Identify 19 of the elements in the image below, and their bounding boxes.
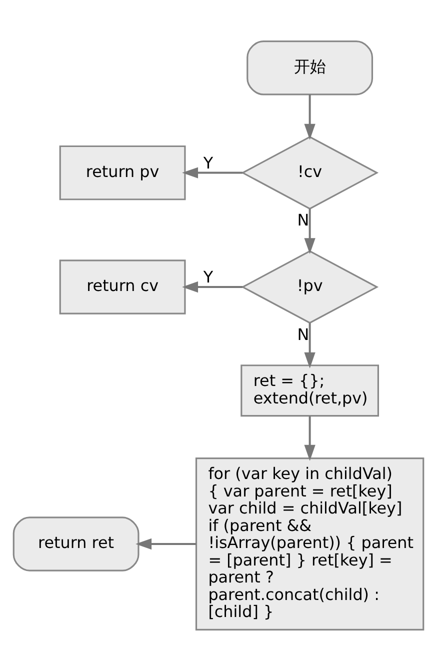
edge-label: N — [297, 210, 310, 229]
node-box: 开始 — [246, 40, 374, 95]
arrow — [182, 166, 243, 178]
edge-label: N — [297, 324, 310, 344]
node-box: return pv — [59, 144, 186, 200]
arrow — [304, 416, 316, 460]
arrow — [304, 322, 316, 368]
arrow — [182, 280, 243, 292]
edge-label: Y — [203, 152, 214, 172]
node-box: return cv — [59, 259, 186, 314]
node-diamond: !pv — [241, 250, 379, 324]
node-box: return ret — [12, 516, 140, 571]
node-diamond: !cv — [241, 136, 379, 210]
arrow — [136, 538, 196, 550]
node-box: ret = {}; extend(ret,pv) — [240, 364, 379, 416]
arrow — [304, 208, 316, 254]
node-box: for (var key in childVal) { var parent = ret[key] var child = childVal[key] if (parent && !isArray(parent)) { parent = [parent] } ret[key] = parent ? parent.concat(child) : [child] } — [195, 457, 424, 630]
arrow — [304, 94, 316, 140]
edge-label: Y — [203, 267, 214, 286]
